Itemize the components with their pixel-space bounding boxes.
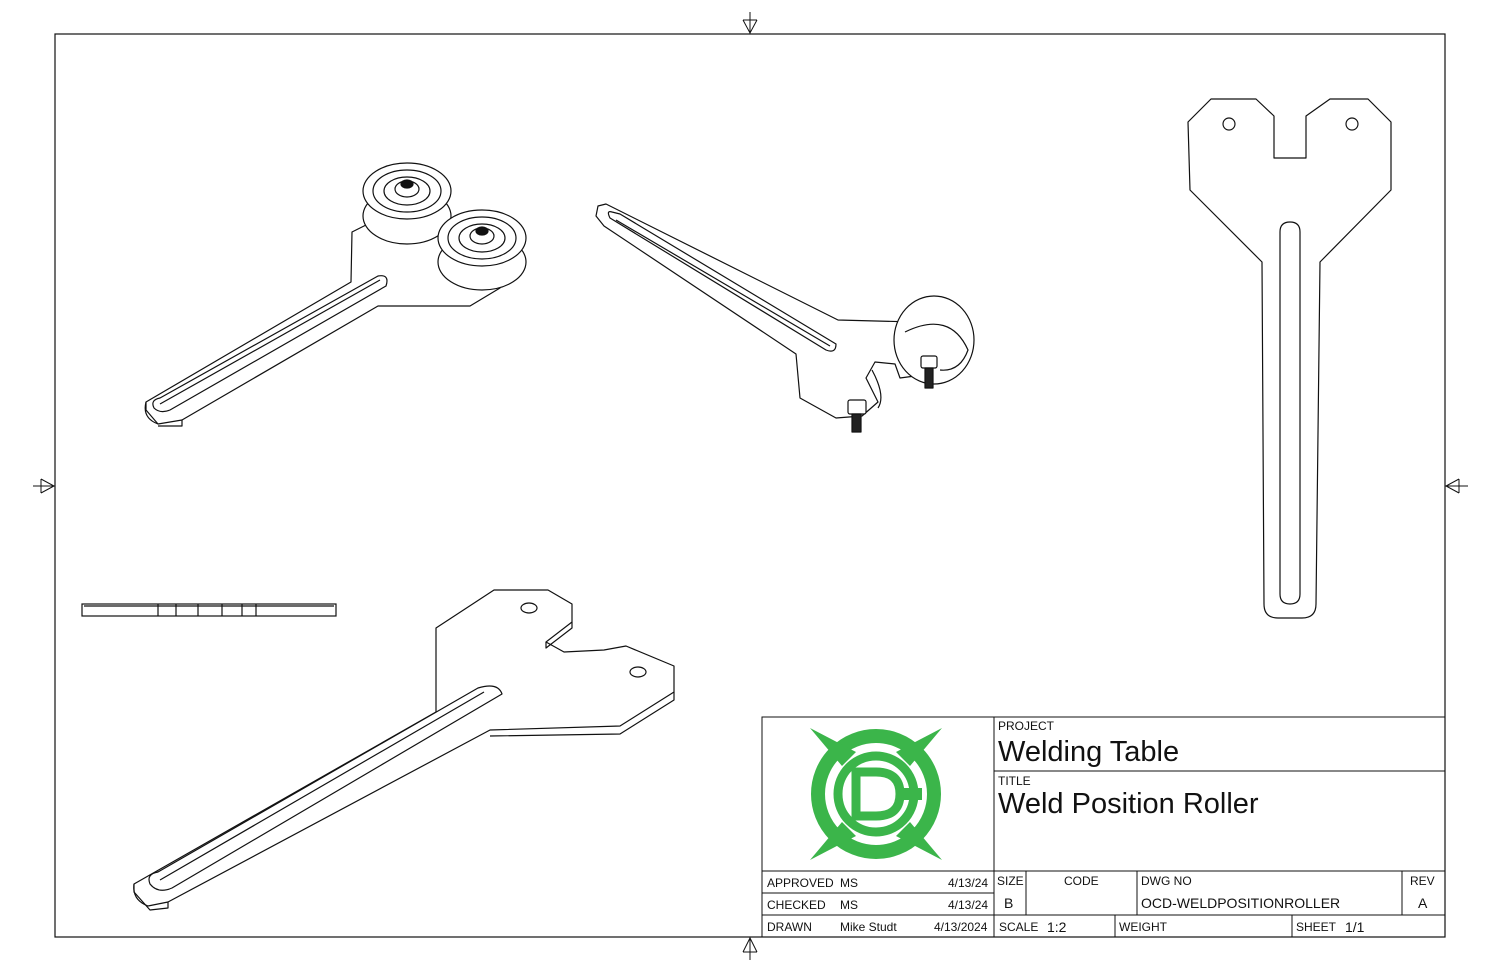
- dwg-no-value: OCD-WELDPOSITIONROLLER: [1141, 895, 1341, 911]
- drawn-name: Mike Studt: [840, 920, 897, 934]
- approved-label: APPROVED: [767, 876, 834, 890]
- approved-date: 4/13/24: [948, 876, 989, 890]
- sheet-label: SHEET: [1296, 920, 1337, 934]
- checked-date: 4/13/24: [948, 898, 989, 912]
- project-label: PROJECT: [998, 719, 1055, 733]
- checked-label: CHECKED: [767, 898, 826, 912]
- scale-value: 1:2: [1047, 919, 1067, 935]
- checked-name: MS: [840, 898, 858, 912]
- weight-label: WEIGHT: [1119, 920, 1167, 934]
- drawing-title: Weld Position Roller: [998, 788, 1259, 820]
- centering-arrow-icon: [1444, 478, 1468, 494]
- iso-view-rollers: [144, 162, 527, 427]
- centering-arrow-icon: [742, 936, 758, 960]
- top-view: [1187, 98, 1392, 619]
- code-label: CODE: [1064, 874, 1099, 888]
- title-block: [761, 716, 1446, 938]
- centering-arrow-icon: [742, 12, 758, 35]
- approved-name: MS: [840, 876, 858, 890]
- title-label: TITLE: [998, 774, 1031, 788]
- iso-view-underside: [595, 203, 975, 433]
- centering-arrow-icon: [33, 478, 56, 494]
- drawn-label: DRAWN: [767, 920, 812, 934]
- project-name: Welding Table: [998, 736, 1180, 768]
- size-label: SIZE: [997, 874, 1024, 888]
- size-value: B: [1004, 895, 1014, 911]
- dwg-no-label: DWG NO: [1141, 874, 1192, 888]
- edge-view: [81, 603, 337, 617]
- drawn-date: 4/13/2024: [934, 920, 988, 934]
- iso-view-plate: [133, 589, 675, 911]
- scale-label: SCALE: [999, 920, 1039, 934]
- rev-label: REV: [1410, 874, 1435, 888]
- ocd-logo-icon: [804, 724, 948, 864]
- rev-value: A: [1418, 895, 1428, 911]
- sheet-value: 1/1: [1345, 919, 1365, 935]
